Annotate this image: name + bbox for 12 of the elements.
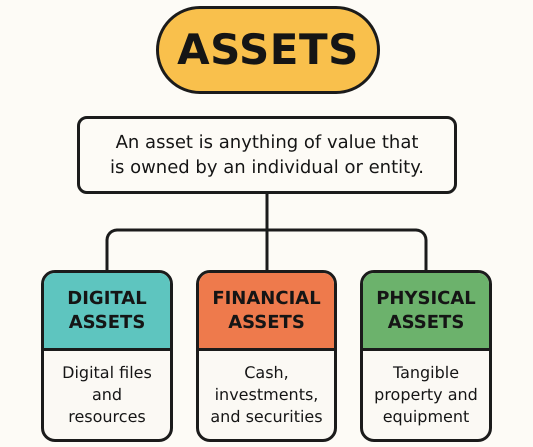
category-card [360,270,492,442]
card-description: Tangible property and equipment [373,362,479,428]
card-heading: PHYSICAL ASSETS [363,273,489,351]
definition-text: An asset is anything of value that is owned by an individual or entity. [108,131,426,180]
card-heading: FINANCIAL ASSETS [199,273,334,351]
definition-box [77,116,457,194]
title-text: ASSETS [177,29,359,71]
category-card [196,270,337,442]
card-heading: DIGITAL ASSETS [44,273,170,351]
category-card [41,270,173,442]
card-description: Cash, investments, and securities [209,362,324,428]
card-description: Digital files and resources [61,362,153,428]
